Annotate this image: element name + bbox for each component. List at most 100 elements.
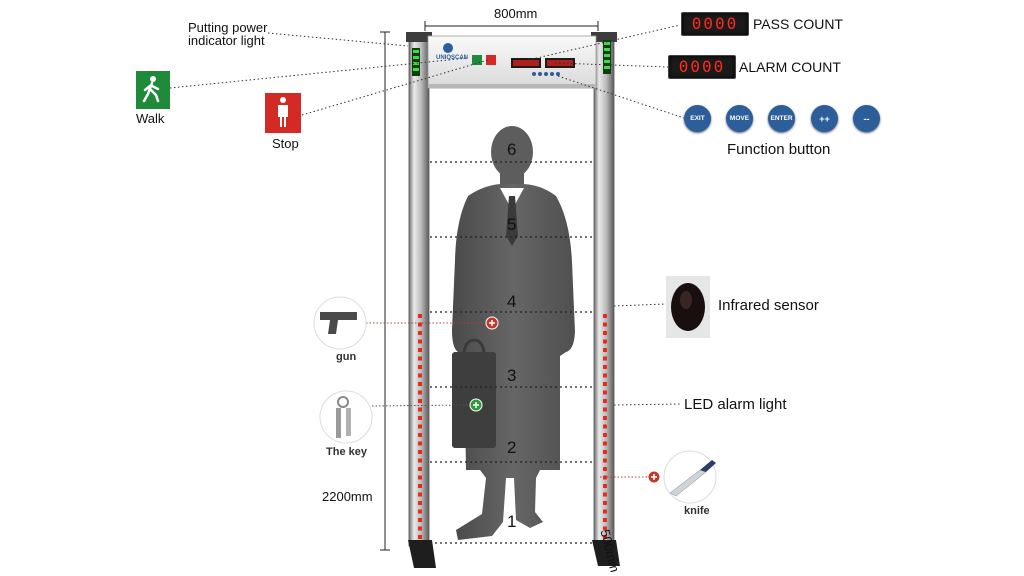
walk-label: Walk (136, 111, 165, 126)
zone-label-3: 3 (507, 366, 517, 385)
walk-sign-icon (136, 71, 170, 109)
gun-icon (313, 296, 367, 350)
led-alarm-dot (603, 424, 607, 429)
move-button[interactable]: MOVE (726, 105, 753, 132)
infrared-sensor-icon (666, 276, 710, 338)
led-alarm-dot (418, 450, 422, 454)
led-alarm-dot (603, 390, 607, 395)
gun-alarm-marker (485, 316, 499, 330)
led-alarm-dot (603, 518, 607, 522)
left-foot (408, 540, 436, 568)
led-alarm-dot (603, 492, 607, 497)
led-alarm-dot (418, 407, 422, 412)
alarm-count-label: ALARM COUNT (739, 59, 841, 75)
led-alarm-dot (418, 475, 422, 480)
zone-label-2: 2 (507, 438, 517, 457)
led-alarm-dot (603, 433, 607, 437)
led-alarm-dot (603, 484, 607, 488)
led-alarm-dot (418, 441, 422, 446)
width-dimension-line (424, 21, 599, 31)
led-alarm-dot (418, 390, 422, 395)
led-alarm-dot (603, 314, 607, 318)
led-alarm-dot (418, 314, 422, 318)
gun-label: gun (336, 351, 357, 363)
power-light-label-line1: Putting power (188, 20, 268, 35)
zone-label-1: 1 (507, 512, 517, 531)
led-alarm-dot (603, 365, 607, 369)
led-alarm-dot (603, 348, 607, 352)
pass-count-display: 0000 (681, 12, 749, 36)
decrease-button[interactable]: -- (853, 105, 880, 132)
led-alarm-dot (418, 518, 422, 522)
stop-label: Stop (272, 136, 299, 151)
panel-walk-icon (472, 55, 482, 65)
key-pass-marker (469, 398, 483, 412)
function-button-label: Function button (727, 141, 831, 158)
item-leader-lines (366, 322, 650, 478)
height-dimension-label: 2200mm (322, 489, 373, 504)
led-alarm-dot (418, 348, 422, 352)
knife-icon (663, 450, 717, 504)
led-alarm-dot (603, 331, 607, 335)
led-alarm-dot (418, 526, 422, 531)
right-foot (592, 540, 620, 566)
led-alarm-dot (603, 458, 607, 463)
led-alarm-dot (603, 399, 607, 403)
led-alarm-dot (418, 356, 422, 361)
zone-label-5: 5 (507, 215, 517, 234)
detection-zone-lines (430, 161, 594, 544)
led-alarm-dot (418, 467, 422, 471)
alarm-count-display: 0000 (668, 55, 736, 79)
led-alarm-dot (603, 416, 607, 420)
led-alarm-dot (603, 339, 607, 344)
led-alarm-dot (603, 509, 607, 514)
led-alarm-dot (418, 424, 422, 429)
led-alarm-dot (418, 399, 422, 403)
led-alarm-dot (603, 322, 607, 327)
led-alarm-dot (418, 339, 422, 344)
led-alarm-dot (603, 526, 607, 531)
power-indicator-light (412, 40, 611, 76)
led-alarm-dot (418, 416, 422, 420)
panel-stop-icon (486, 55, 496, 65)
led-alarm-dot (603, 501, 607, 505)
width-dimension-label: 800mm (494, 6, 538, 21)
led-alarm-dot (418, 492, 422, 497)
panel-function-buttons (532, 72, 560, 76)
led-alarm-dot (603, 373, 607, 378)
led-alarm-dot (418, 509, 422, 514)
enter-button[interactable]: ENTER (768, 105, 795, 132)
left-led-alarm-strip (418, 314, 422, 539)
led-alarm-dot (418, 373, 422, 378)
brand-name: UNIQSCAN (436, 55, 469, 61)
led-alarm-dot (603, 407, 607, 412)
callout-leader-lines (169, 24, 685, 406)
led-alarm-dot (418, 535, 422, 539)
led-alarm-dot (603, 382, 607, 386)
person-silhouette (452, 126, 575, 540)
led-alarm-dot (418, 501, 422, 505)
power-light-label-line2: indicator light (188, 33, 265, 48)
led-alarm-dot (418, 458, 422, 463)
knife-alarm-marker (647, 470, 661, 484)
brand-logo-icon (443, 43, 453, 53)
knife-label: knife (684, 505, 710, 517)
led-alarm-dot (603, 467, 607, 471)
key-label: The key (326, 446, 367, 458)
stop-sign-icon (265, 93, 301, 133)
led-alarm-dot (418, 365, 422, 369)
led-alarm-dot (603, 356, 607, 361)
key-icon (319, 390, 373, 444)
led-alarm-light-label: LED alarm light (684, 396, 787, 413)
led-alarm-dot (603, 535, 607, 539)
led-alarm-dot (418, 331, 422, 335)
led-alarm-dot (418, 433, 422, 437)
led-alarm-dot (603, 450, 607, 454)
increase-button[interactable]: ++ (811, 105, 838, 132)
zone-label-6: 6 (507, 140, 517, 159)
led-alarm-dot (603, 441, 607, 446)
zone-label-4: 4 (507, 292, 517, 311)
exit-button[interactable]: EXIT (684, 105, 711, 132)
